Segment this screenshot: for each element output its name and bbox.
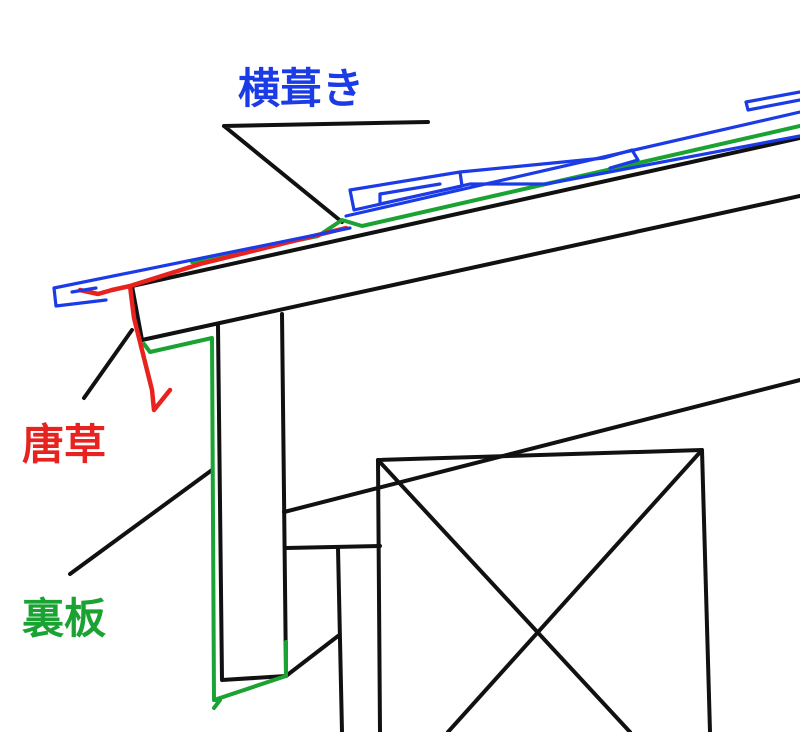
beam-line-upper — [282, 378, 800, 514]
uraita-soffit-line — [142, 336, 288, 702]
label-yokobuki: 横葺き — [238, 64, 365, 113]
label-uraita: 裏板 — [22, 594, 107, 643]
leader-karakusa — [82, 328, 134, 400]
roof-structure — [68, 120, 800, 734]
leader-uraita — [68, 468, 214, 576]
leader-yokobuki — [222, 120, 430, 224]
eave-post — [216, 312, 288, 682]
beam-line-lower — [284, 544, 382, 550]
inner-post — [284, 546, 344, 734]
label-karakusa: 唐草 — [22, 420, 107, 469]
wall-box — [376, 448, 712, 734]
yokobuki-panel-lower — [52, 226, 352, 308]
yokobuki-shape — [52, 90, 800, 308]
fascia-board — [130, 136, 800, 342]
uraita-shape — [142, 124, 800, 710]
wall-box-cross — [376, 448, 704, 734]
uraita-foot-line — [212, 698, 222, 710]
yokobuki-panel-upper — [344, 90, 800, 218]
